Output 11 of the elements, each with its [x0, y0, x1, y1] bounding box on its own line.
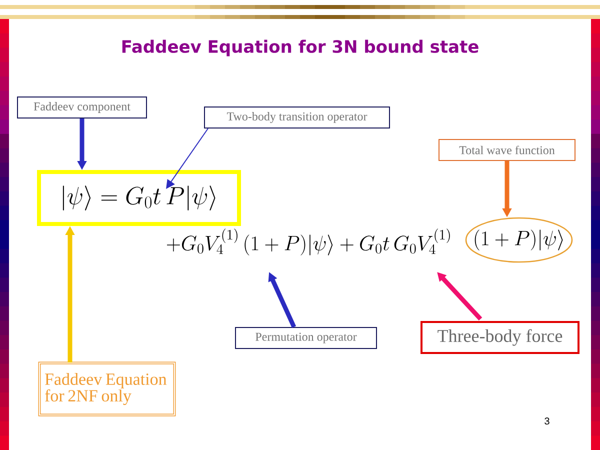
- label-box: Two-body transition operator: [204, 106, 390, 128]
- label-box: Faddeev component: [17, 96, 147, 118]
- label-box: Permutation operator: [235, 327, 377, 349]
- arrow: [166, 128, 208, 189]
- equation-box: $|\psi\rangle = G_0 t\, P|\psi\rangle$: [37, 170, 241, 226]
- label-box: Total wave function: [438, 139, 576, 161]
- label-box: Three-body force: [420, 321, 580, 354]
- label-box: Faddeev Equation for 2NF only: [38, 362, 176, 416]
- title: Faddeev Equation for 3N bound state: [122, 40, 478, 56]
- equation: $+G_0V_4^{(1)}\,(1+P)|\psi\rangle + G_0 t\, G_0V_4^{(1)}$: [166, 228, 450, 256]
- page-number: 3: [544, 417, 550, 425]
